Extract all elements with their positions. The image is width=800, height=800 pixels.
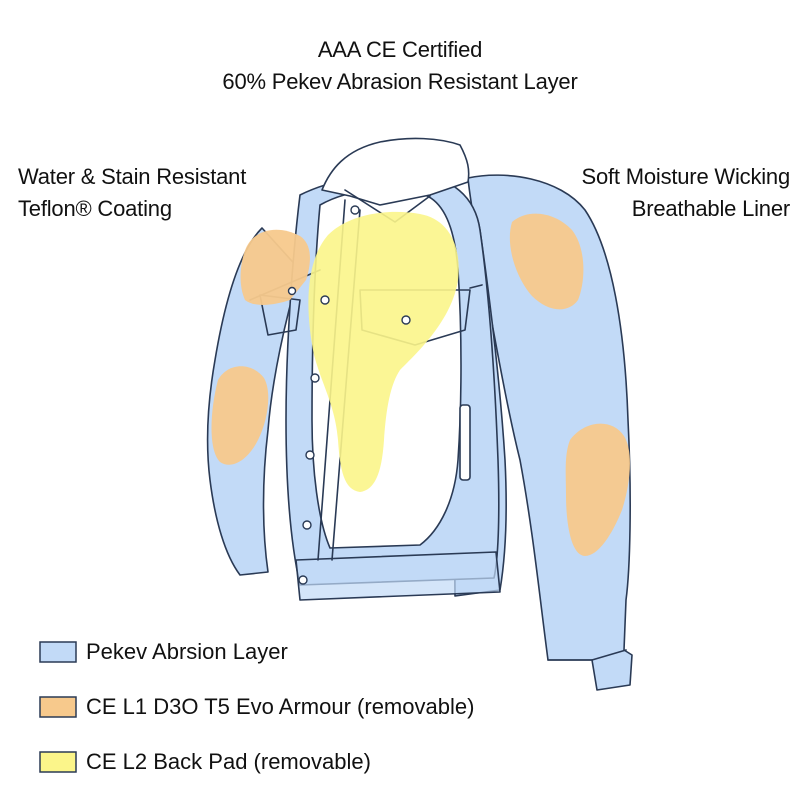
- legend-swatch-pekev: [39, 641, 77, 663]
- legend-label-backpad: CE L2 Back Pad (removable): [86, 749, 371, 774]
- diagram-title: AAA CE Certified 60% Pekev Abrasion Resi…: [0, 34, 800, 98]
- elbow-armour-left: [211, 366, 269, 465]
- legend-item-backpad: CE L2 Back Pad (removable): [86, 745, 371, 779]
- button-collar: [350, 205, 360, 215]
- back-pad: [308, 211, 459, 492]
- right-callout: Soft Moisture Wicking Breathable Liner: [581, 161, 790, 225]
- left-callout-line-2: Teflon® Coating: [18, 196, 172, 221]
- jacket-collar: [321, 137, 470, 206]
- button-3: [305, 450, 315, 460]
- left-callout-line-1: Water & Stain Resistant: [18, 164, 247, 189]
- title-line-2: 60% Pekev Abrasion Resistant Layer: [222, 69, 578, 94]
- button-hem: [298, 575, 308, 585]
- shoulder-armour-left: [240, 229, 310, 305]
- elbow-armour-right: [565, 423, 630, 556]
- shoulder-armour-right: [509, 213, 584, 310]
- button-shoulder: [287, 286, 297, 296]
- button-pocket: [401, 315, 411, 325]
- right-callout-line-2: Breathable Liner: [631, 196, 790, 221]
- legend-swatch-backpad: [39, 751, 77, 773]
- legend-label-pekev: Pekev Abrsion Layer: [86, 639, 288, 664]
- welt-pocket: [459, 404, 471, 481]
- button-4: [302, 520, 312, 530]
- button-2: [310, 373, 320, 383]
- jacket-hem: [295, 551, 501, 601]
- right-callout-line-1: Soft Moisture Wicking: [581, 164, 790, 189]
- legend-swatch-armour: [39, 696, 77, 718]
- title-line-1: AAA CE Certified: [317, 37, 483, 62]
- legend-label-armour: CE L1 D3O T5 Evo Armour (removable): [86, 694, 475, 719]
- legend-item-pekev: Pekev Abrsion Layer: [86, 635, 288, 669]
- legend-item-armour: CE L1 D3O T5 Evo Armour (removable): [86, 690, 474, 724]
- left-callout: Water & Stain Resistant Teflon® Coating: [18, 161, 246, 225]
- button-1: [320, 295, 330, 305]
